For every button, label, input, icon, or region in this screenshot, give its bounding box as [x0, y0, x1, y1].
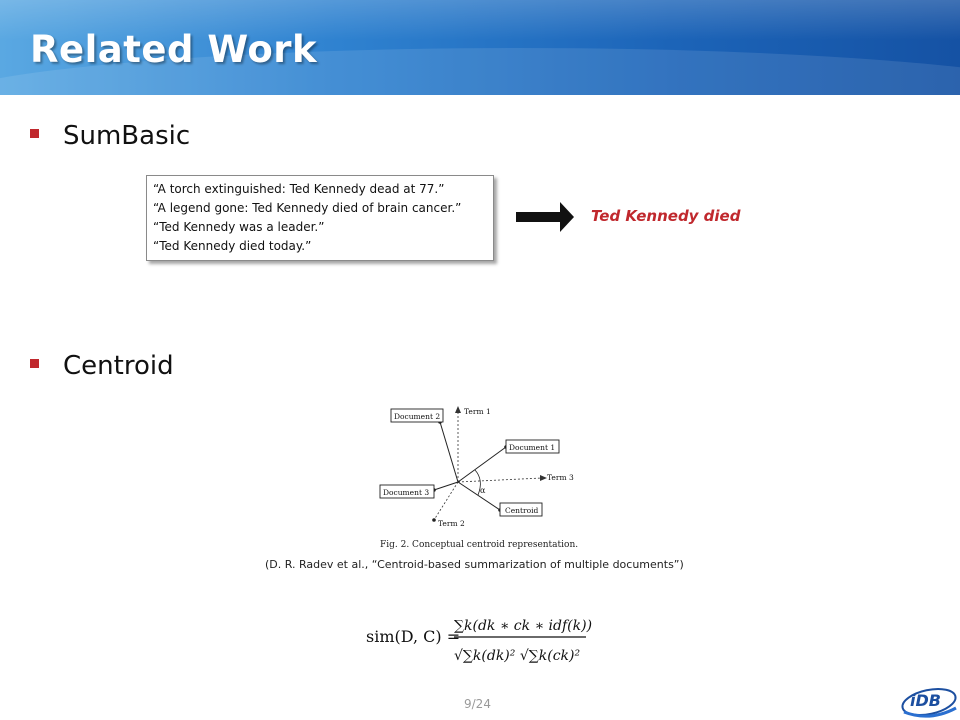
term3-axis	[457, 477, 543, 483]
header-gloss	[0, 0, 960, 40]
svg-text:iDB: iDB	[910, 691, 941, 710]
term2-label: Term 2	[438, 519, 465, 528]
bullet-centroid: Centroid	[30, 351, 174, 381]
term1-label: Term 1	[464, 407, 491, 416]
right-arrow-icon	[516, 202, 574, 232]
formula-lhs: sim(D, C) =	[366, 627, 460, 646]
page-number: 9/24	[464, 697, 491, 711]
formula-denominator: √∑k(dk)² √∑k(ck)²	[454, 648, 580, 664]
formula-numerator: ∑k(dk ∗ ck ∗ idf(k))	[454, 618, 592, 634]
centroid-box	[499, 502, 543, 517]
sentence-box: “A torch extinguished: Ted Kennedy dead …	[146, 175, 494, 261]
figure-caption: Fig. 2. Conceptual centroid representati…	[380, 540, 579, 550]
title-bar: Related Work	[0, 0, 960, 95]
document2-label: Document 2	[394, 412, 440, 421]
document1-box	[505, 439, 560, 454]
sentence: “A legend gone: Ted Kennedy died of brai…	[153, 201, 462, 215]
document3-label: Document 3	[383, 488, 429, 497]
alpha-label: α	[480, 486, 486, 495]
bullet-label: Centroid	[63, 351, 174, 381]
term2-axis	[433, 481, 459, 521]
term1-arrowhead	[455, 406, 461, 413]
sentence: “Ted Kennedy died today.”	[153, 239, 312, 253]
citation: (D. R. Radev et al., “Centroid-based sum…	[265, 558, 684, 571]
bullet-square-icon	[30, 128, 39, 138]
term2-arrowhead	[432, 518, 436, 522]
sentence: “A torch extinguished: Ted Kennedy dead …	[153, 182, 445, 196]
document1-label: Document 1	[509, 443, 555, 452]
centroid-diagram: Document 2 Document 1 Document 3 Centroi…	[379, 406, 574, 528]
summary-result: Ted Kennedy died	[591, 207, 741, 225]
centroid-label: Centroid	[505, 506, 539, 515]
bullet-label: SumBasic	[63, 121, 191, 151]
document2-box	[390, 408, 444, 423]
term3-label: Term 3	[547, 473, 574, 482]
slide-title: Related Work	[30, 28, 318, 71]
bullet-sumbasic: SumBasic	[30, 121, 190, 151]
idb-logo-icon: iDB	[901, 687, 957, 718]
term3-arrowhead	[540, 475, 547, 481]
document3-box	[379, 484, 435, 499]
angle-arc	[474, 469, 481, 496]
similarity-formula: sim(D, C) = ∑k(dk ∗ ck ∗ idf(k)) √∑k(dk)…	[366, 618, 592, 664]
sentence: “Ted Kennedy was a leader.”	[153, 220, 325, 234]
bullet-square-icon	[30, 358, 39, 368]
